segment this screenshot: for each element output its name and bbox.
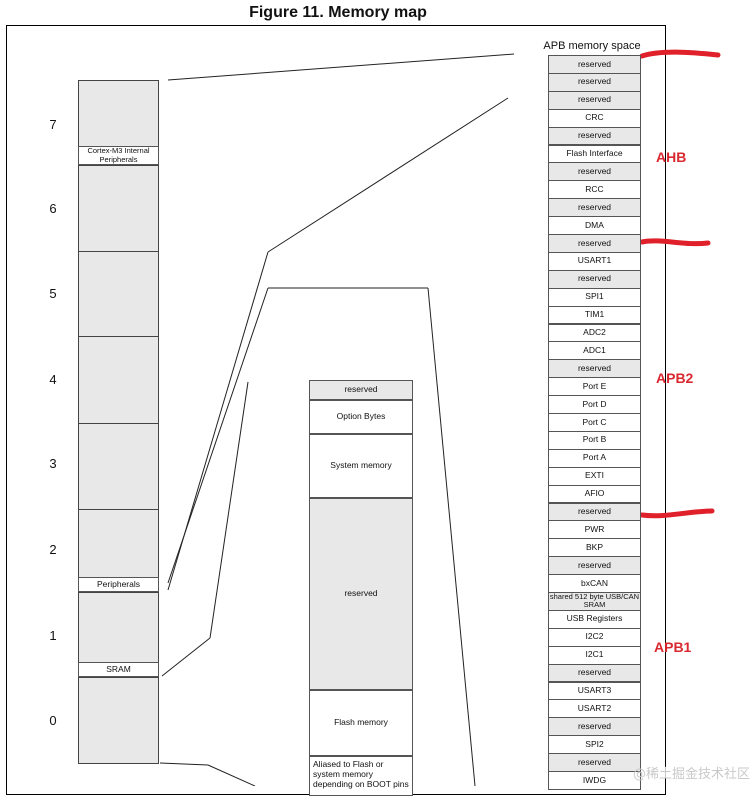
flash-memory-cell: Flash memory <box>309 690 413 756</box>
apb-cell: TIM1 <box>548 305 641 325</box>
peripherals-label: Peripherals <box>78 577 159 592</box>
apb-cell: reserved <box>548 753 641 772</box>
apb2-group-label: APB2 <box>656 370 694 386</box>
y-axis-label: 6 <box>49 201 57 216</box>
apb-cell: USB Registers <box>548 609 641 629</box>
apb-cell: Port D <box>548 395 641 414</box>
apb-cell: CRC <box>548 108 641 128</box>
y-axis-label: 0 <box>49 713 57 728</box>
y-axis-label: 1 <box>49 628 57 643</box>
apb-cell: EXTI <box>548 466 641 486</box>
y-axis-label: 3 <box>49 456 57 471</box>
aliased-cell: Aliased to Flash or system memory depend… <box>309 756 413 796</box>
region-divider <box>78 165 159 166</box>
apb-cell: reserved <box>548 556 641 576</box>
apb1-group-label: APB1 <box>654 639 692 655</box>
y-axis-label: 7 <box>49 117 57 132</box>
ahb-group-label: AHB <box>656 149 687 165</box>
apb-cell: reserved <box>548 502 641 522</box>
option-bytes-cell: Option Bytes <box>309 400 413 434</box>
apb-cell: I2C2 <box>548 627 641 647</box>
apb-cell: Port B <box>548 430 641 450</box>
region-divider <box>78 336 159 337</box>
apb-cell: BKP <box>548 538 641 558</box>
system-memory-cell: System memory <box>309 434 413 498</box>
apb-cell: reserved <box>548 162 641 182</box>
apb-cell: Port A <box>548 448 641 468</box>
apb-memory-space-title: APB memory space <box>543 40 641 52</box>
apb-cell: AFIO <box>548 484 641 504</box>
main-memory-column <box>78 80 159 764</box>
sram-label: SRAM <box>78 662 159 677</box>
apb-cell: USART1 <box>548 251 641 271</box>
apb-cell: shared 512 byte USB/CAN SRAM <box>548 591 641 611</box>
apb-cell: reserved <box>548 717 641 737</box>
apb-cell: reserved <box>548 72 641 92</box>
y-axis-label: 4 <box>49 372 57 387</box>
region-divider <box>78 251 159 252</box>
apb-cell: Port E <box>548 377 641 397</box>
apb-cell: ADC2 <box>548 323 641 343</box>
apb-cell: reserved <box>548 269 641 289</box>
flash-reserved-top: reserved <box>309 380 413 400</box>
apb-cell: reserved <box>548 90 641 110</box>
apb-cell: PWR <box>548 520 641 540</box>
apb-cell: I2C1 <box>548 645 641 665</box>
apb-cell: RCC <box>548 180 641 200</box>
apb-cell: USART3 <box>548 681 641 701</box>
apb-cell: reserved <box>548 663 641 683</box>
apb-cell: Flash Interface <box>548 144 641 164</box>
apb-cell: ADC1 <box>548 341 641 361</box>
y-axis-label: 2 <box>49 542 57 557</box>
apb-cell: reserved <box>548 55 641 74</box>
apb-cell: DMA <box>548 216 641 235</box>
watermark: @稀土掘金技术社区 <box>632 767 750 782</box>
region-divider <box>78 509 159 510</box>
apb-cell: reserved <box>548 198 641 218</box>
region-divider <box>78 423 159 424</box>
flash-reserved-mid: reserved <box>309 498 413 690</box>
region-divider <box>78 677 159 678</box>
apb-cell: Port C <box>548 413 641 432</box>
apb-cell: bxCAN <box>548 574 641 593</box>
apb-cell: reserved <box>548 359 641 379</box>
apb-cell: reserved <box>548 234 641 253</box>
apb-cell: USART2 <box>548 699 641 719</box>
apb-cell: SPI2 <box>548 735 641 755</box>
apb-cell: reserved <box>548 126 641 146</box>
cortex-peripherals-label: Cortex-M3 Internal Peripherals <box>78 146 159 165</box>
apb-cell: IWDG <box>548 771 641 790</box>
apb-cell: SPI1 <box>548 287 641 307</box>
y-axis-label: 5 <box>49 286 57 301</box>
figure-title: Figure 11. Memory map <box>249 4 427 21</box>
region-divider <box>78 592 159 593</box>
